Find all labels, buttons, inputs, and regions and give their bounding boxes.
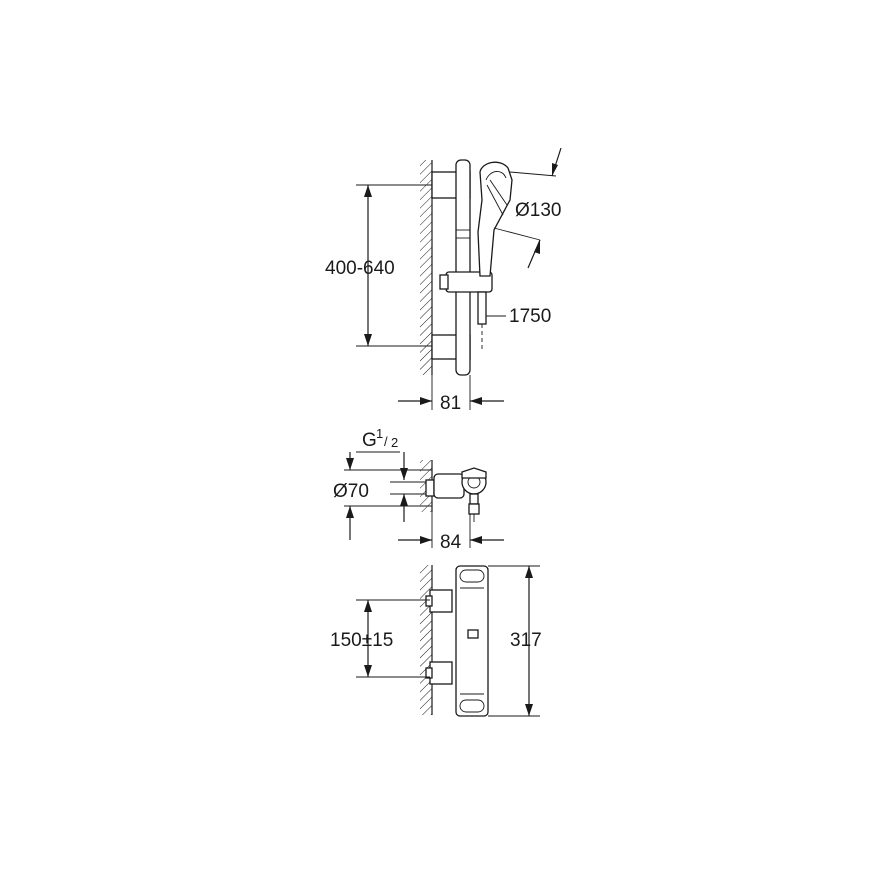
hose-length-label: 1750 [509, 306, 551, 327]
flange-diameter-label: Ø70 [333, 481, 369, 502]
thread-denominator: 2 [391, 435, 398, 450]
valve-body-side [433, 473, 465, 499]
wall-hatch-bottom [420, 565, 432, 715]
valve-height-label: 317 [510, 630, 542, 651]
thread-numerator: 1 [376, 426, 383, 441]
valve-side-view: G 1 / 2 Ø70 84 [333, 426, 504, 553]
head-diameter-label: Ø130 [515, 200, 561, 221]
shower-rail [455, 159, 471, 376]
inlet-bottom [429, 661, 453, 685]
shower-rail-view: 400-640 Ø130 1750 81 [325, 147, 562, 414]
thread-size-label: G [362, 430, 377, 451]
wall-hatch-top [420, 160, 432, 375]
inlet-top [429, 589, 453, 613]
shower-hose [477, 291, 487, 325]
hand-shower-icon [477, 161, 513, 277]
rail-height-label: 400-640 [325, 258, 395, 279]
valve-flange [425, 479, 435, 497]
rail-projection-label: 81 [440, 393, 461, 414]
valve-front-view: 150±15 317 [330, 565, 542, 717]
valve-projection-label: 84 [440, 532, 462, 553]
inlet-spacing-label: 150±15 [330, 630, 393, 651]
thread-slash: / [384, 434, 388, 449]
thermostat-body [455, 565, 489, 717]
